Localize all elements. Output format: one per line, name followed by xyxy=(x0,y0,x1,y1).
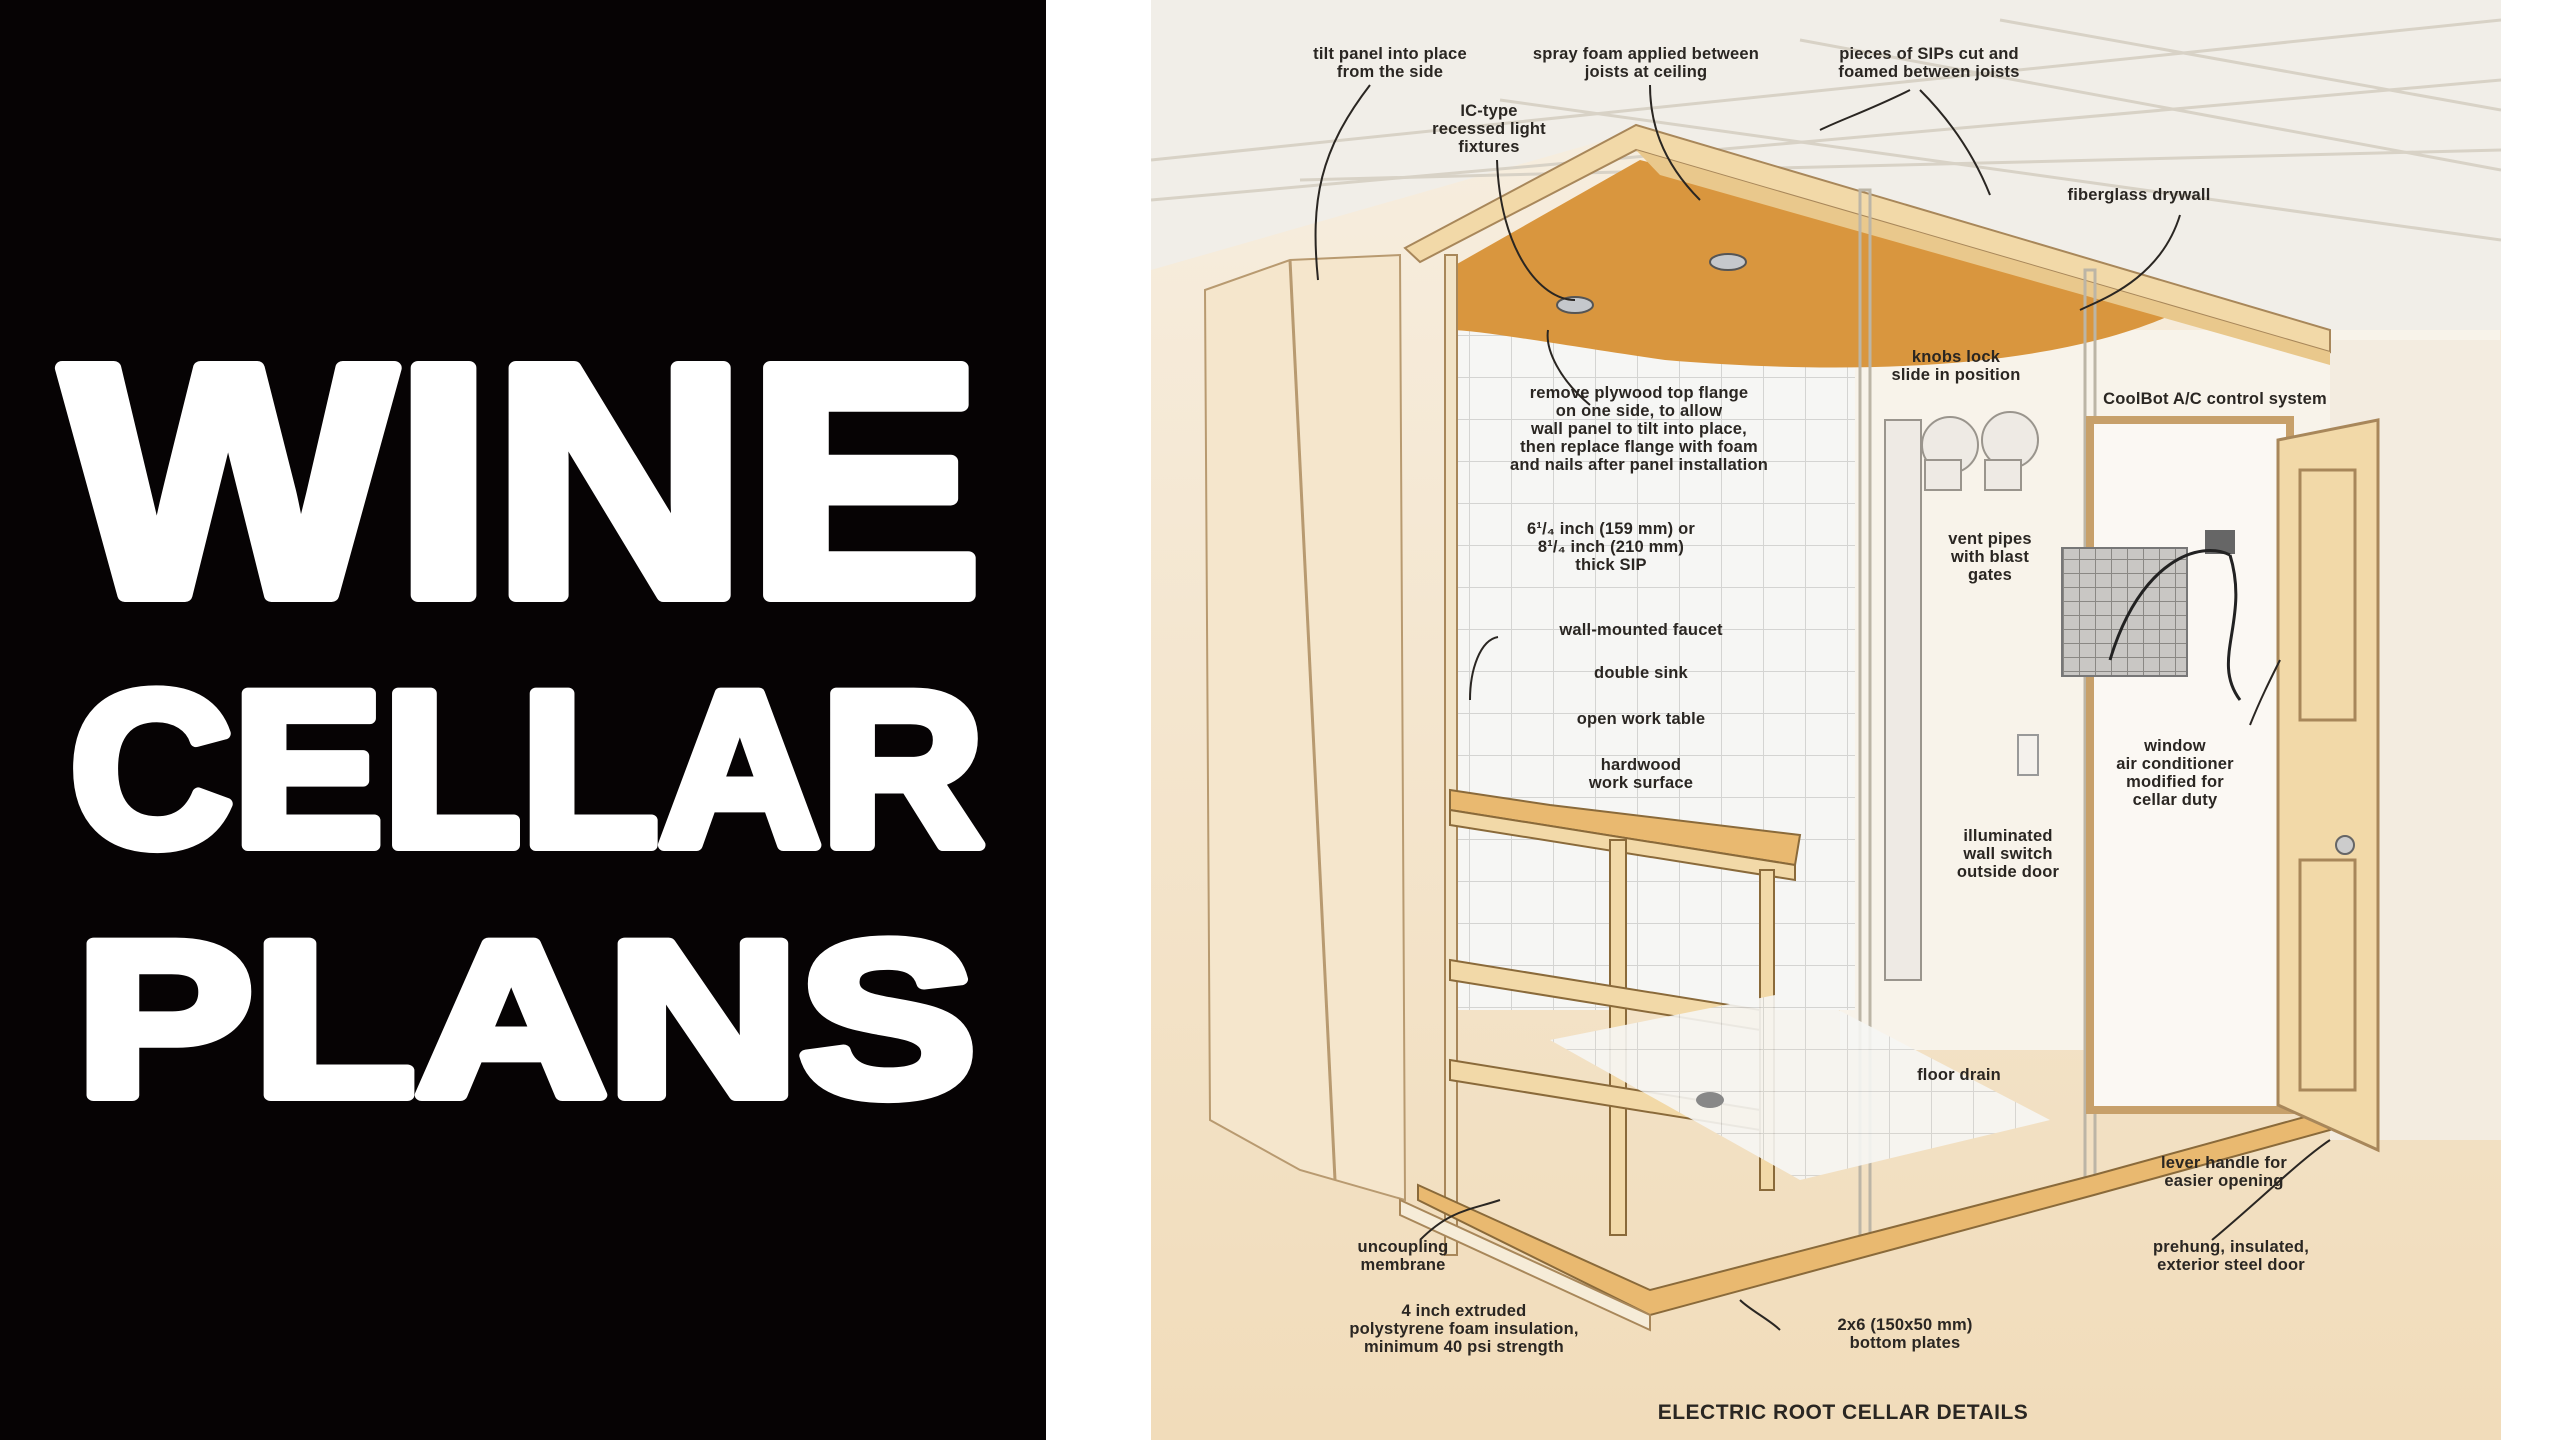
cellar-illustration: tilt panel into place from the side spra… xyxy=(1151,0,2501,1440)
label-knobs-lock: knobs lock slide in position xyxy=(1891,348,2021,384)
ceiling-joists xyxy=(1151,18,2501,242)
illustration-caption: ELECTRIC ROOT CELLAR DETAILS xyxy=(1657,1401,2029,1424)
label-coolbot: CoolBot A/C control system xyxy=(2103,390,2327,408)
floor-drain xyxy=(1696,1092,1724,1108)
label-lever-handle: lever handle for easier opening xyxy=(2160,1154,2288,1190)
label-tilt-panel: tilt panel into place from the side xyxy=(1313,45,1467,81)
label-work-surface: hardwood work surface xyxy=(1588,756,1694,792)
title-line-plans: PLANS xyxy=(76,896,976,1142)
label-uncoupling: uncoupling membrane xyxy=(1357,1238,1449,1274)
label-wall-switch: illuminated wall switch outside door xyxy=(1956,827,2060,881)
leader-lines xyxy=(1314,84,2331,1331)
label-spray-foam: spray foam applied between joists at cei… xyxy=(1532,45,1760,81)
left-wall-panel xyxy=(1203,253,1407,1202)
vent-pipes xyxy=(1884,411,2039,981)
label-window-ac: window air conditioner modified for cell… xyxy=(2116,737,2234,809)
label-vent-pipes: vent pipes with blast gates xyxy=(1948,530,2032,584)
label-work-table: open work table xyxy=(1576,710,1706,728)
door-panel xyxy=(2276,418,2380,1153)
title-line-cellar: CELLAR xyxy=(70,646,984,892)
label-fiberglass-drywall: fiberglass drywall xyxy=(2067,186,2211,204)
label-ic-lights: IC-type recessed light fixtures xyxy=(1432,102,1546,156)
recessed-light xyxy=(1556,296,1594,314)
label-remove-plywood: remove plywood top flange on one side, t… xyxy=(1509,384,1769,474)
plywood-ceiling xyxy=(1450,160,2200,368)
window-ac xyxy=(2061,547,2188,677)
label-sips-pieces: pieces of SIPs cut and foamed between jo… xyxy=(1838,45,2020,81)
ceiling xyxy=(1151,0,2501,350)
title-text-block: WINE CELLAR PLANS xyxy=(55,289,990,1148)
title-panel: WINE CELLAR PLANS xyxy=(0,0,1046,1440)
label-steel-door: prehung, insulated, exterior steel door xyxy=(2153,1238,2309,1274)
front-post-left xyxy=(1444,254,1458,1256)
tile-wall xyxy=(1455,330,1855,1010)
label-foam-insulation: 4 inch extruded polystyrene foam insulat… xyxy=(1349,1302,1579,1356)
cellar-drawing xyxy=(1151,0,2501,1440)
floor-tiles xyxy=(1550,990,2050,1180)
wall-switch xyxy=(2017,734,2039,776)
title-line-wine: WINE xyxy=(62,296,982,665)
label-faucet: wall-mounted faucet xyxy=(1559,621,1723,639)
recessed-light xyxy=(1709,253,1747,271)
bottom-plate xyxy=(1399,1198,1651,1332)
label-bottom-plates: 2x6 (150x50 mm) bottom plates xyxy=(1837,1316,1973,1352)
label-double-sink: double sink xyxy=(1594,664,1688,682)
label-sip-thickness: 6¹/₄ inch (159 mm) or 8¹/₄ inch (210 mm)… xyxy=(1527,520,1695,574)
label-floor-drain: floor drain xyxy=(1917,1066,2001,1084)
lever-handle xyxy=(2335,835,2355,855)
door-frame xyxy=(2086,416,2294,1114)
